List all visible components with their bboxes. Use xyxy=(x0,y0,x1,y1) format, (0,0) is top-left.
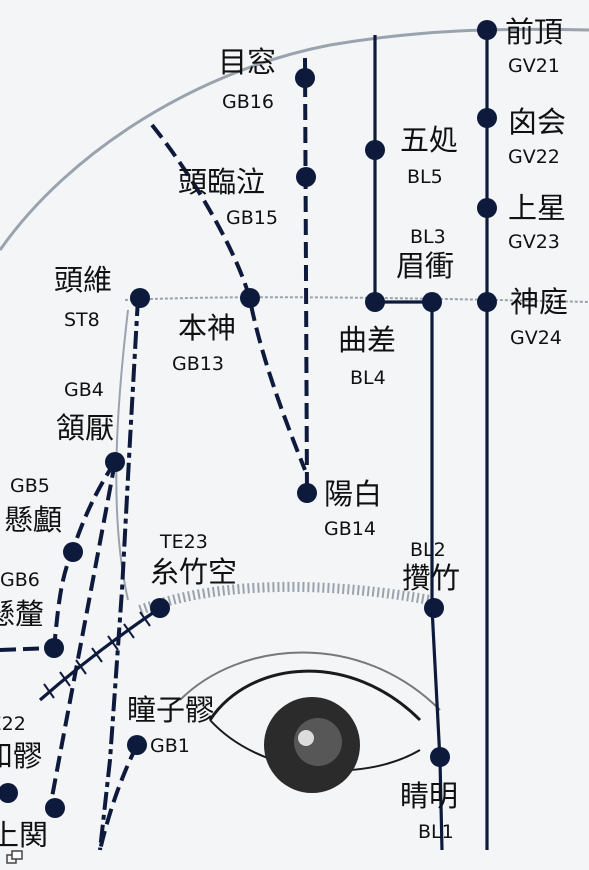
label-gv24-name: 神庭 xyxy=(510,285,568,319)
label-bl1-code: BL1 xyxy=(418,821,454,843)
point-st8[interactable] xyxy=(130,288,150,308)
point-gb6[interactable] xyxy=(44,638,64,658)
label-gv23-name: 上星 xyxy=(508,191,566,225)
label-gb3-name: 上関 xyxy=(0,818,48,852)
label-gb6-code: GB6 xyxy=(0,569,40,591)
label-gb15-code: GB15 xyxy=(226,207,278,229)
label-te23-code: TE23 xyxy=(159,531,208,553)
gb-lateral-line-3 xyxy=(0,646,55,652)
label-gv21-name: 前頂 xyxy=(505,15,563,49)
point-gb5[interactable] xyxy=(63,542,83,562)
point-gv22[interactable] xyxy=(477,108,497,128)
point-labels: 前頂 GV21 囟会 GV22 上星 GV23 神庭 GV24 五処 BL5 B… xyxy=(0,15,568,852)
label-gb5-code: GB5 xyxy=(10,475,50,497)
label-gv24-code: GV24 xyxy=(510,327,562,349)
label-st8-name: 頭維 xyxy=(54,263,112,297)
point-gb4[interactable] xyxy=(105,452,125,472)
label-bl4-code: BL4 xyxy=(350,367,386,389)
point-gv24[interactable] xyxy=(477,292,497,312)
point-gb16[interactable] xyxy=(295,68,315,88)
eye xyxy=(179,651,441,793)
label-bl4-name: 曲差 xyxy=(338,323,396,357)
label-gb15-name: 頭臨泣 xyxy=(178,165,265,199)
label-gb13-code: GB13 xyxy=(172,353,224,375)
st-gb-channel-line xyxy=(98,297,140,851)
gb-lateral-line-2 xyxy=(48,461,117,809)
label-bl5-name: 五処 xyxy=(400,123,458,157)
expand-window-icon[interactable] xyxy=(6,850,24,864)
label-gv22-code: GV22 xyxy=(508,146,560,168)
label-bl3-code: BL3 xyxy=(410,226,446,248)
label-gb6-name: 懸釐 xyxy=(0,597,44,631)
label-te22-name: 和髎 xyxy=(0,739,42,773)
point-gb14[interactable] xyxy=(297,483,317,503)
label-bl3-name: 眉衝 xyxy=(396,249,454,283)
point-te22[interactable] xyxy=(0,783,18,803)
label-gv22-name: 囟会 xyxy=(508,105,566,139)
point-bl4[interactable] xyxy=(365,292,385,312)
label-gb14-code: GB14 xyxy=(324,518,376,540)
label-bl2-code: BL2 xyxy=(410,539,446,561)
label-gb1-code: GB1 xyxy=(150,735,190,757)
label-bl2-name: 攢竹 xyxy=(402,561,460,595)
head-outline xyxy=(0,27,589,251)
point-gb13[interactable] xyxy=(240,288,260,308)
gb-channel-line-temple xyxy=(150,123,307,471)
label-gb16-name: 目窓 xyxy=(218,45,276,79)
label-te23-name: 糸竹空 xyxy=(150,555,237,589)
point-bl2[interactable] xyxy=(424,598,444,618)
label-gb14-name: 陽白 xyxy=(324,477,382,511)
point-gv23[interactable] xyxy=(477,198,497,218)
label-st8-code: ST8 xyxy=(64,309,100,331)
label-gb5-name: 懸顱 xyxy=(4,503,62,537)
label-gb4-name: 頷厭 xyxy=(56,411,114,445)
point-gb1[interactable] xyxy=(127,735,147,755)
label-gb1-name: 瞳子髎 xyxy=(127,693,214,727)
point-bl3[interactable] xyxy=(422,292,442,312)
eyebrow xyxy=(138,581,431,615)
gb-channel-line-upper xyxy=(303,57,309,496)
point-bl1[interactable] xyxy=(430,747,450,767)
point-te23[interactable] xyxy=(150,598,170,618)
label-gb4-code: GB4 xyxy=(64,379,104,401)
acupoint-dots xyxy=(0,20,497,818)
label-bl1-name: 睛明 xyxy=(400,779,458,813)
label-te22-code: TE22 xyxy=(0,713,26,735)
bl-inner-channel-line xyxy=(373,35,444,851)
point-gb3[interactable] xyxy=(45,798,65,818)
label-gv21-code: GV21 xyxy=(508,55,560,77)
te-channel-line xyxy=(38,606,161,702)
point-gv21[interactable] xyxy=(477,20,497,40)
point-bl5[interactable] xyxy=(365,140,385,160)
label-gv23-code: GV23 xyxy=(508,231,560,253)
label-bl5-code: BL5 xyxy=(407,166,443,188)
point-gb15[interactable] xyxy=(296,167,316,187)
te-channel-ticks xyxy=(43,611,151,699)
label-gb16-code: GB16 xyxy=(222,91,274,113)
label-gb13-name: 本神 xyxy=(178,311,236,345)
